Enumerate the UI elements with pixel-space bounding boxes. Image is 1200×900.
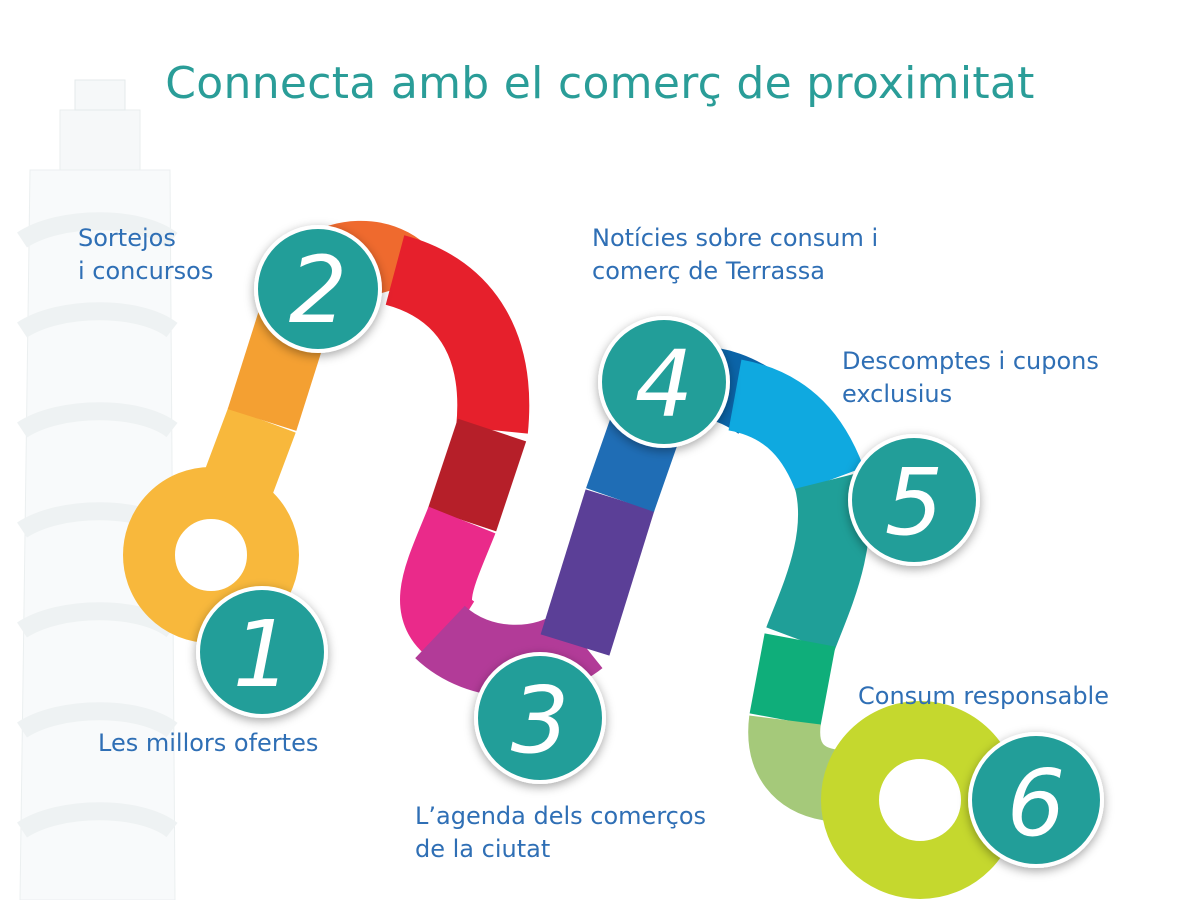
step-number-1: 1 [233, 601, 292, 708]
step-label-2-line1: Sortejos [78, 224, 176, 252]
step-circle-1: 1 [196, 586, 328, 718]
step-label-4-line1: Notícies sobre consum i [592, 224, 879, 252]
step-circle-3: 3 [474, 652, 606, 784]
step-number-4: 4 [635, 331, 694, 438]
step-circle-4: 4 [598, 316, 730, 448]
road-segment-teal [766, 471, 871, 653]
step-number-2: 2 [289, 237, 348, 344]
step-label-2-line2: i concursos [78, 257, 214, 285]
road-segment-lightgreen [748, 715, 838, 821]
step-label-4-line2: comerç de Terrassa [592, 257, 825, 285]
step-label-1: Les millors ofertes [98, 729, 319, 757]
step-label-6: Consum responsable [858, 682, 1109, 710]
page-title: Connecta amb el comerç de proximitat [165, 58, 1035, 109]
road-segment-purple [540, 489, 655, 656]
road-segment-lightblue [727, 359, 864, 494]
step-label-3-line2: de la ciutat [415, 835, 551, 863]
step-label-3: L’agenda dels comerços de la ciutat [415, 800, 706, 866]
step-label-4: Notícies sobre consum i comerç de Terras… [592, 222, 878, 288]
step-label-5-line1: Descomptes i cupons [842, 347, 1099, 375]
step-number-5: 5 [885, 449, 944, 556]
road-segment-yellow [198, 407, 296, 513]
step-number-6: 6 [1007, 750, 1066, 857]
road-segment-green [749, 633, 836, 727]
road-segment-pink [400, 506, 496, 663]
step-number-3: 3 [511, 667, 570, 774]
step-label-5: Descomptes i cupons exclusius [842, 345, 1099, 411]
step-label-2: Sortejos i concursos [78, 222, 213, 288]
step-circle-2: 2 [254, 225, 382, 353]
step-circle-6: 6 [968, 732, 1104, 868]
step-label-3-line1: L’agenda dels comerços [415, 802, 707, 830]
road-segment-red [384, 235, 530, 434]
step-circle-5: 5 [848, 434, 980, 566]
tower-background-image [17, 79, 178, 900]
road-segment-darkred [427, 418, 527, 532]
step-label-5-line2: exclusius [842, 380, 953, 408]
